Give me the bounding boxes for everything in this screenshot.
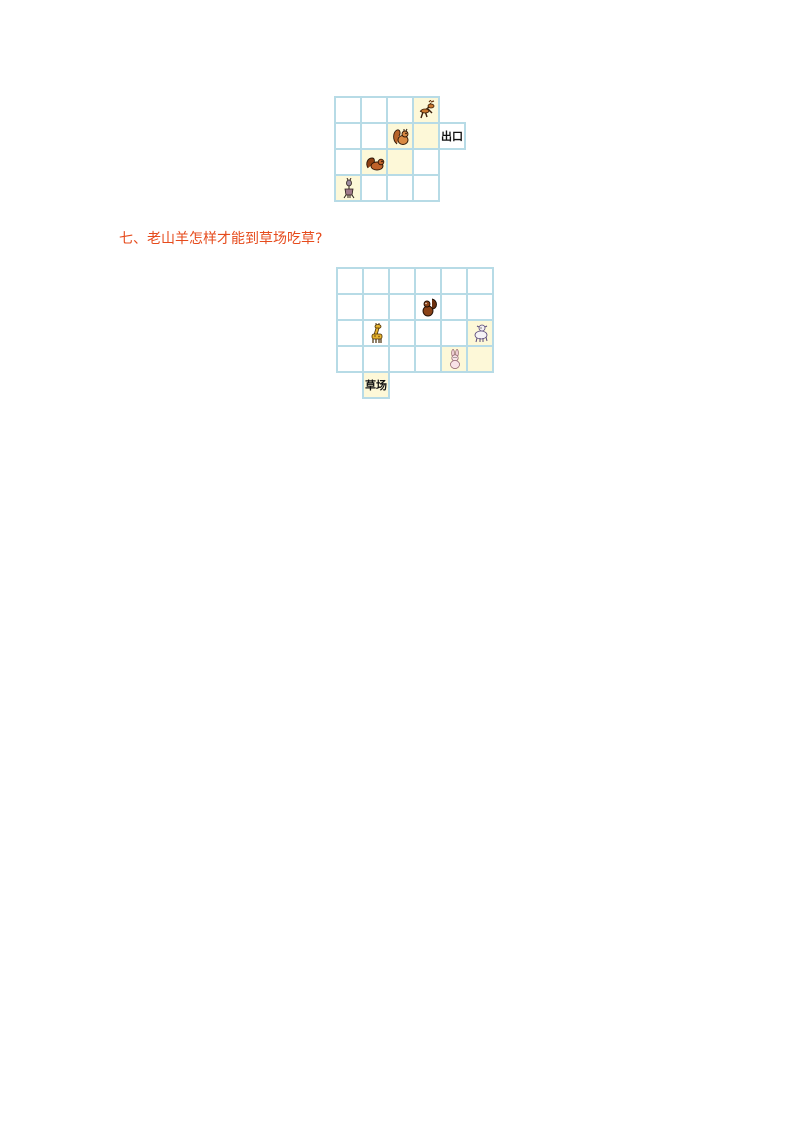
pasture-cell: 草场 (362, 371, 390, 399)
grid-gap (441, 372, 467, 398)
sheep-icon (474, 324, 488, 343)
grid-gap (439, 97, 465, 123)
grid-gap (439, 149, 465, 175)
grid-cell-rabbit (440, 345, 468, 373)
grid-cell (440, 267, 468, 295)
grid-gap (389, 372, 415, 398)
grid-cell (336, 293, 364, 321)
grid-cell (360, 122, 388, 150)
grid-cell (362, 345, 390, 373)
grid-cell (388, 319, 416, 347)
grid-cell (440, 293, 468, 321)
grid-cell-deer-path (412, 122, 440, 150)
grid-cell (386, 96, 414, 124)
grid-cell-path (386, 148, 414, 176)
grid-cell (334, 96, 362, 124)
deer-icon (419, 100, 435, 119)
grid-cell (414, 319, 442, 347)
grid-cell (360, 174, 388, 202)
grid-cell (388, 267, 416, 295)
grid-cell (440, 319, 468, 347)
grid-cell (388, 293, 416, 321)
grid-cell (388, 345, 416, 373)
pasture-label: 草场 (365, 379, 387, 392)
maze-grid-bottom: 草场 (336, 267, 494, 399)
grid-gap (337, 372, 363, 398)
grid-cell (466, 267, 494, 295)
grid-cell (336, 267, 364, 295)
squirrel-icon (422, 298, 437, 317)
grid-cell (386, 174, 414, 202)
grid-cell (336, 345, 364, 373)
exit-cell: 出口 (438, 122, 466, 150)
grid-cell-goat (334, 174, 362, 202)
grid-cell (412, 148, 440, 176)
grid-cell (414, 345, 442, 373)
grid-cell (362, 293, 390, 321)
rabbit-icon (450, 349, 460, 369)
exit-label: 出口 (441, 130, 463, 143)
grid-cell (466, 293, 494, 321)
grid-gap (467, 372, 493, 398)
grid-cell (334, 122, 362, 150)
grid-cell-sheep (466, 319, 494, 347)
goat-icon (343, 178, 355, 199)
maze-grid-top: 出口 (334, 96, 466, 202)
question-seven-heading: 七、老山羊怎样才能到草场吃草? (119, 231, 323, 247)
grid-cell-squirrel-left (360, 148, 388, 176)
giraffe-icon (371, 323, 383, 343)
squirrel-icon (393, 128, 409, 145)
grid-cell-squirrel (414, 293, 442, 321)
grid-cell (362, 267, 390, 295)
grid-cell-giraffe (362, 319, 390, 347)
grid-cell-squirrel (386, 122, 414, 150)
grid-cell (336, 319, 364, 347)
grid-gap (439, 175, 465, 201)
grid-cell-deer (412, 96, 440, 124)
grid-cell-path (466, 345, 494, 373)
grid-cell (414, 267, 442, 295)
grid-cell (334, 148, 362, 176)
squirrel-icon (366, 157, 385, 171)
grid-cell (412, 174, 440, 202)
grid-cell (360, 96, 388, 124)
grid-gap (415, 372, 441, 398)
